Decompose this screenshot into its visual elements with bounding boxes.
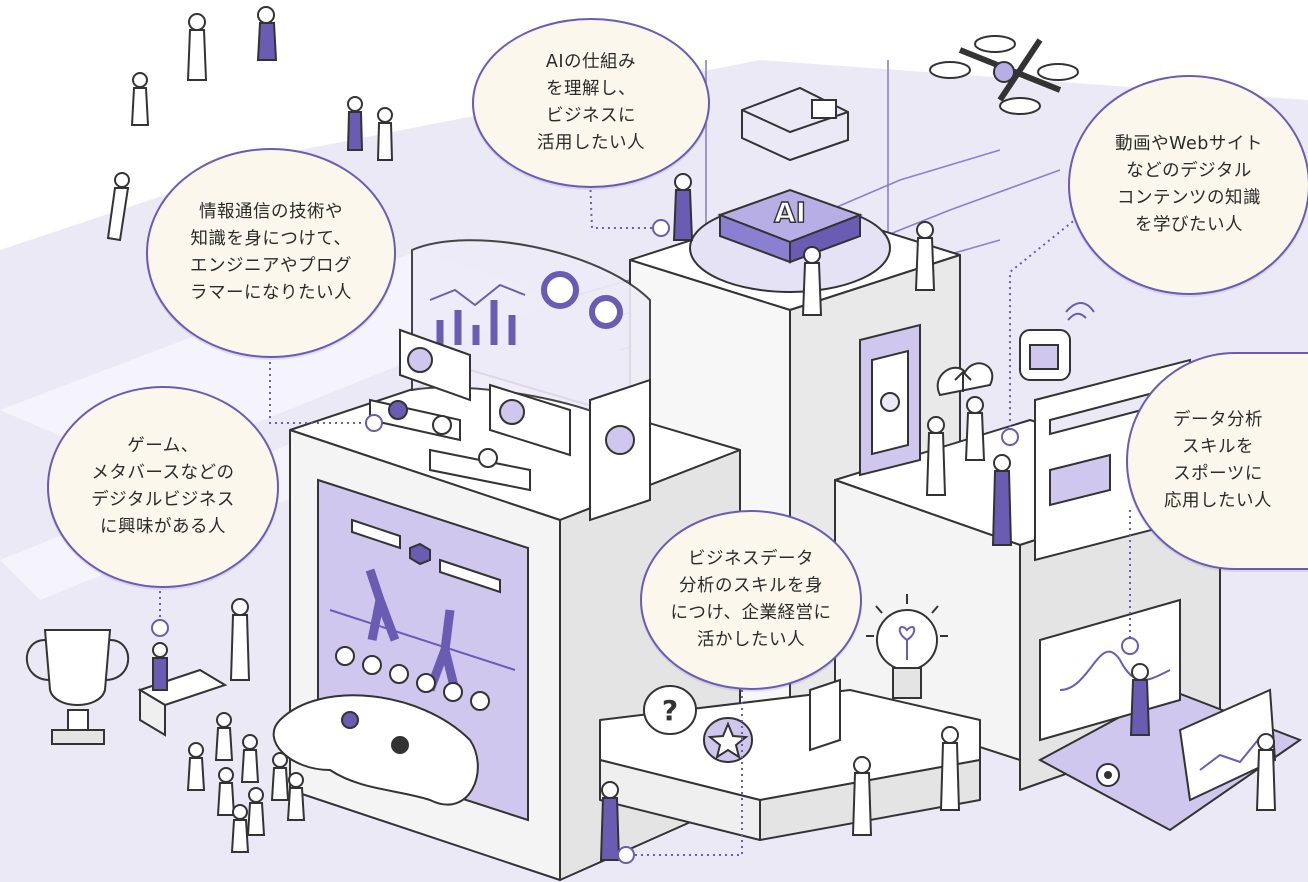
connector-lines (159, 177, 1131, 856)
bar-chart-icon (436, 300, 516, 345)
chart-panels (399, 239, 651, 522)
bubble-digital-content: 動画やWebサイト などのデジタル コンテンツの知識 を学びたい人 (1068, 75, 1308, 295)
smartwatch-icon (1019, 329, 1071, 381)
tablet-stand (809, 678, 841, 752)
bubble-business-data: ビジネスデータ 分析のスキルを身 につけ、企業経営に 活かしたい人 (640, 510, 862, 690)
lightbulb-icon (866, 594, 948, 699)
desk-workstations (369, 398, 531, 492)
bubble-ai: AIの仕組み を理解し、 ビジネスに 活用したい人 (472, 18, 710, 188)
donut-chart-icon (589, 295, 623, 329)
bubble-ict-text: 情報通信の技術や 知識を身につけて、 エンジニアやプログ ラマーになりたい人 (190, 201, 352, 304)
bubble-sports-text: データ分析 スキルを スポーツに 応用したい人 (1164, 409, 1272, 512)
wifi-icon (1065, 302, 1095, 321)
bubble-ict: 情報通信の技術や 知識を身につけて、 エンジニアやプログ ラマーになりたい人 (146, 148, 396, 358)
bubble-digital-content-text: 動画やWebサイト などのデジタル コンテンツの知識 を学びたい人 (1115, 133, 1263, 236)
question-mark-icon: ? (643, 685, 697, 735)
ai-chip-label: AI (774, 196, 806, 229)
cloud-upload-icon (936, 362, 994, 397)
svg-text:?: ? (662, 694, 678, 727)
bubble-game: ゲーム、 メタバースなどの デジタルビジネス に興味がある人 (47, 386, 279, 588)
trophy-icon (25, 629, 130, 745)
people-figures (106, 6, 1277, 861)
line-chart-icon (429, 283, 526, 307)
bubble-business-data-text: ビジネスデータ 分析のスキルを身 につけ、企業経営に 活かしたい人 (670, 548, 832, 651)
smartphone-icon (859, 323, 921, 477)
bubble-game-text: ゲーム、 メタバースなどの デジタルビジネス に興味がある人 (91, 435, 235, 538)
connector-endpoints (151, 219, 1139, 864)
vr-headset-icon (741, 86, 849, 162)
drone-icon (929, 35, 1079, 115)
star-badge-icon (703, 717, 753, 763)
game-controller-icon (272, 694, 479, 806)
donut-chart-icon (541, 271, 579, 309)
bubble-sports: データ分析 スキルを スポーツに 応用したい人 (1126, 352, 1308, 570)
bubble-ai-text: AIの仕組み を理解し、 ビジネスに 活用したい人 (537, 51, 645, 154)
reception-desk (137, 668, 228, 737)
